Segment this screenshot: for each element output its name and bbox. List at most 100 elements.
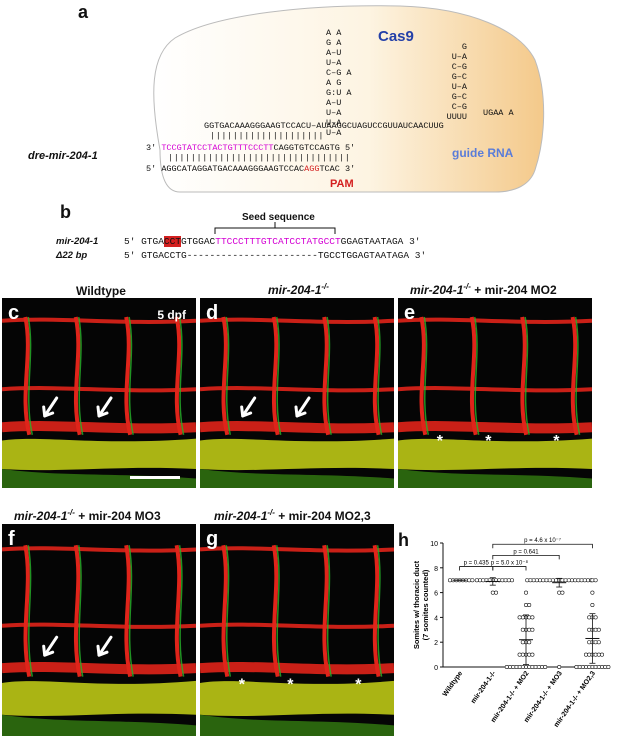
data-point: [474, 578, 479, 583]
vessel: [124, 316, 133, 436]
data-point: [511, 665, 516, 670]
row2-label: Δ22 bp: [56, 250, 88, 261]
scale-bar: [130, 476, 180, 479]
image-panel-f: f: [2, 524, 196, 736]
data-point: [541, 578, 546, 583]
cas9-shape: [153, 5, 545, 193]
vessel: [200, 317, 394, 324]
data-point: [593, 640, 598, 645]
vessel: [225, 316, 232, 435]
guide-rna-label: guide RNA: [452, 146, 514, 160]
stem1-line: U–A: [326, 58, 342, 68]
arrow-icon: [42, 396, 59, 418]
end-3-bottom: 3': [344, 164, 356, 174]
data-point: [557, 665, 562, 670]
stem-loop-2-tail: UGAA A: [483, 108, 514, 118]
data-point: [570, 578, 575, 583]
data-point: [596, 665, 601, 670]
data-point: [447, 578, 452, 583]
vessel: [2, 421, 196, 434]
vessel: [23, 316, 32, 436]
vessel: [376, 316, 383, 435]
data-point: [520, 652, 525, 657]
vessel: [398, 317, 592, 324]
vessel: [473, 316, 480, 435]
data-point: [524, 603, 529, 608]
data-point: [536, 665, 541, 670]
stem1-line: U–A: [326, 108, 342, 118]
vessel: [322, 544, 331, 678]
data-point: [606, 665, 611, 670]
vessel: [271, 544, 280, 678]
comparison-bracket: [492, 555, 560, 560]
seed-bracket: [214, 222, 336, 234]
vessel: [2, 622, 196, 629]
vessel: [200, 386, 394, 393]
data-point: [517, 665, 522, 670]
data-point: [580, 665, 585, 670]
stem1-line: U–A: [326, 128, 342, 138]
data-point: [514, 665, 519, 670]
x-tick-label: mir-204-1-/-: [470, 670, 498, 705]
comparison-bracket: [459, 566, 494, 571]
y-tick-label: 10: [430, 541, 438, 548]
seed-region: TTCCCTTTGTCATCCTATGCCT: [215, 236, 341, 247]
data-point: [527, 615, 532, 620]
vessel: [73, 544, 82, 678]
data-point: [587, 640, 592, 645]
bottom-seq: AGGCATAGGATGACAAAGGGAAGTCCAC: [161, 164, 305, 174]
vessel: [124, 544, 133, 678]
data-point: [566, 578, 571, 583]
vessel: [73, 316, 82, 436]
data-point: [530, 615, 535, 620]
vessel: [77, 545, 84, 677]
vessel: [200, 680, 394, 717]
vessel: [2, 714, 196, 736]
comparison-bracket: [492, 543, 593, 549]
stem2-line: U–A: [451, 82, 467, 92]
vessel: [2, 546, 196, 553]
data-point: [550, 578, 555, 583]
stem1-line: U–A: [326, 118, 342, 128]
data-point: [528, 578, 533, 583]
data-point: [530, 652, 535, 657]
p-value-label: p = 0.435: [464, 561, 490, 567]
vessel: [200, 662, 394, 675]
image-panel-c: c 5 dpf: [2, 298, 196, 488]
stem1-line: A A: [326, 28, 342, 38]
vessel: [128, 545, 134, 677]
vessel: [174, 544, 183, 678]
y-tick-label: 6: [434, 591, 438, 598]
y-tick-label: 0: [434, 665, 438, 672]
data-point: [579, 578, 584, 583]
data-point: [543, 665, 548, 670]
vessel: [570, 316, 579, 436]
vessel: [398, 469, 592, 488]
data-point: [467, 578, 472, 583]
data-point: [587, 665, 592, 670]
data-point: [500, 578, 505, 583]
data-point: [586, 578, 591, 583]
vessel: [419, 316, 428, 436]
base-pair-bars-1: ||||||||||||||||||||: [210, 131, 325, 141]
data-point: [593, 665, 598, 670]
base-pair-bars-2: ||||||||||||||||||||||||||||||||: [168, 153, 351, 163]
top-rest: CAGGTGTCCAGTG: [273, 143, 340, 153]
star-icon: *: [485, 433, 492, 450]
seed-label: Seed sequence: [242, 212, 315, 223]
y-tick-label: 8: [434, 566, 438, 573]
image-panel-e: *** e: [398, 298, 592, 488]
stem1-line: A–U: [326, 98, 342, 108]
data-point: [520, 640, 525, 645]
vessel: [77, 316, 84, 435]
vessel: [398, 421, 592, 434]
arrow-icon: [96, 635, 113, 657]
data-point: [530, 627, 535, 632]
data-point: [527, 665, 532, 670]
data-point: [534, 578, 539, 583]
stem2-line: G–C: [451, 92, 467, 102]
vessel: [2, 317, 196, 324]
vessel: [275, 545, 282, 677]
